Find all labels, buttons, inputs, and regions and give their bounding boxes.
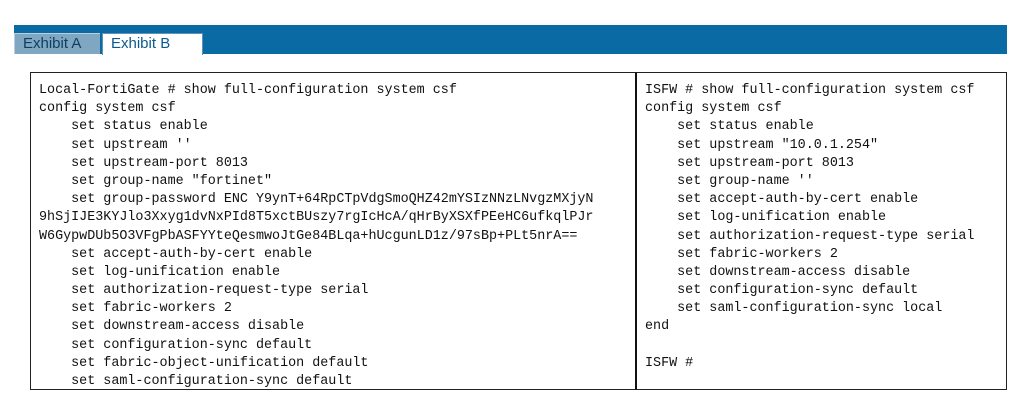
terminal-line: config system csf: [39, 101, 176, 117]
isfw-terminal: ISFW # show full-configuration system cs…: [635, 72, 1007, 390]
terminal-line: config system csf: [645, 101, 782, 117]
terminal-line: set fabric-workers 2: [39, 301, 232, 317]
terminal-line: set log-unification enable: [39, 264, 281, 280]
terminal-line: set status enable: [39, 119, 208, 135]
exhibit-tab-bar: Exhibit A Exhibit B: [14, 25, 1007, 55]
terminal-line: set accept-auth-by-cert enable: [39, 246, 313, 262]
terminal-line: set fabric-object-unification default: [39, 355, 369, 371]
terminal-line: set group-name '': [645, 173, 814, 189]
terminal-line: ISFW #: [645, 355, 694, 371]
terminal-line: 9hSjIJE3KYJlo3Xxyg1dvNxPId8T5xctBUszy7rg…: [39, 210, 594, 226]
terminal-line: set saml-configuration-sync local: [645, 301, 943, 317]
terminal-line: set log-unification enable: [645, 210, 887, 226]
terminal-line: set configuration-sync default: [39, 337, 313, 353]
terminal-line: set fabric-workers 2: [645, 246, 838, 262]
terminal-line: set group-password ENC Y9ynT+64RpCTpVdgS…: [39, 192, 594, 208]
terminal-line: set group-name "fortinet": [39, 173, 273, 189]
terminal-line: set downstream-access disable: [645, 264, 911, 280]
tab-exhibit-b[interactable]: Exhibit B: [102, 33, 203, 55]
terminal-line: ISFW # show full-configuration system cs…: [645, 83, 975, 98]
tab-exhibit-a[interactable]: Exhibit A: [14, 33, 100, 54]
terminal-line: Local-FortiGate # show full-configuratio…: [39, 83, 457, 98]
terminal-line: end: [645, 319, 670, 335]
terminal-line: set upstream "10.0.1.254": [645, 137, 879, 153]
local-fortigate-config-output: Local-FortiGate # show full-configuratio…: [39, 82, 593, 391]
terminal-line: set status enable: [645, 119, 814, 135]
terminal-line: set upstream '': [39, 137, 192, 153]
local-fortigate-terminal: Local-FortiGate # show full-configuratio…: [30, 72, 637, 390]
terminal-line: set upstream-port 8013: [39, 155, 248, 171]
terminal-line: set saml-configuration-sync default: [39, 374, 353, 389]
terminal-line: set authorization-request-type serial: [39, 283, 369, 299]
terminal-line: set authorization-request-type serial: [645, 228, 975, 244]
terminal-line: set accept-auth-by-cert enable: [645, 192, 919, 208]
terminal-line: [645, 337, 974, 355]
terminal-line: set downstream-access disable: [39, 319, 305, 335]
terminal-line: set configuration-sync default: [645, 283, 919, 299]
terminal-line: set upstream-port 8013: [645, 155, 854, 171]
isfw-config-output: ISFW # show full-configuration system cs…: [645, 82, 974, 373]
terminal-line: W6GypwDUb5O3VFgPbASFYYteQesmwoJtGe84BLqa…: [39, 228, 578, 244]
